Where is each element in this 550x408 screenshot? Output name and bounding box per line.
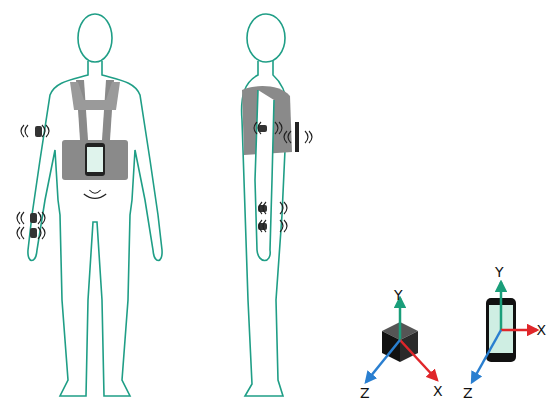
wave-arc <box>259 220 262 232</box>
wave-arc <box>284 220 287 232</box>
axis-label: Z <box>463 386 473 400</box>
wave-arc <box>263 220 266 232</box>
signal-waves <box>17 122 312 239</box>
wave-arc <box>258 122 261 134</box>
wave-arc <box>46 125 49 137</box>
wave-arc <box>21 212 24 224</box>
sensor-axes-icon <box>366 298 437 382</box>
wave-arc <box>279 122 282 134</box>
wave-arc <box>17 212 20 224</box>
wave-arc <box>21 125 24 137</box>
wave-arc <box>263 202 266 214</box>
wave-arc <box>42 212 45 224</box>
wave-arc <box>305 131 308 143</box>
phone-axes-icon <box>472 282 537 382</box>
wave-arc <box>280 220 283 232</box>
front-harness <box>62 80 128 180</box>
axis-label: Y <box>394 288 403 302</box>
wave-arc <box>42 125 45 137</box>
wave-arc <box>309 131 312 143</box>
wave-arc <box>17 227 20 239</box>
side-arm <box>255 90 274 261</box>
wave-arc <box>254 122 257 134</box>
wave-arc <box>89 190 100 193</box>
wave-arc <box>38 212 41 224</box>
wave-arc <box>84 194 106 198</box>
axis-label: X <box>433 384 443 398</box>
wave-arc <box>284 131 287 143</box>
side-body <box>242 14 289 396</box>
wave-arc <box>21 227 24 239</box>
axis-label: Y <box>495 265 504 279</box>
sensor-units <box>30 125 267 238</box>
wave-arc <box>275 122 278 134</box>
wave-arc <box>259 202 262 214</box>
axis-label: Z <box>360 386 370 400</box>
axis-label: X <box>536 323 546 337</box>
wave-arc <box>288 131 291 143</box>
wave-arc <box>284 202 287 214</box>
wave-arc <box>280 202 283 214</box>
wave-arc <box>42 227 45 239</box>
wave-arc <box>25 125 28 137</box>
wave-arc <box>38 227 41 239</box>
front-body <box>28 14 162 396</box>
